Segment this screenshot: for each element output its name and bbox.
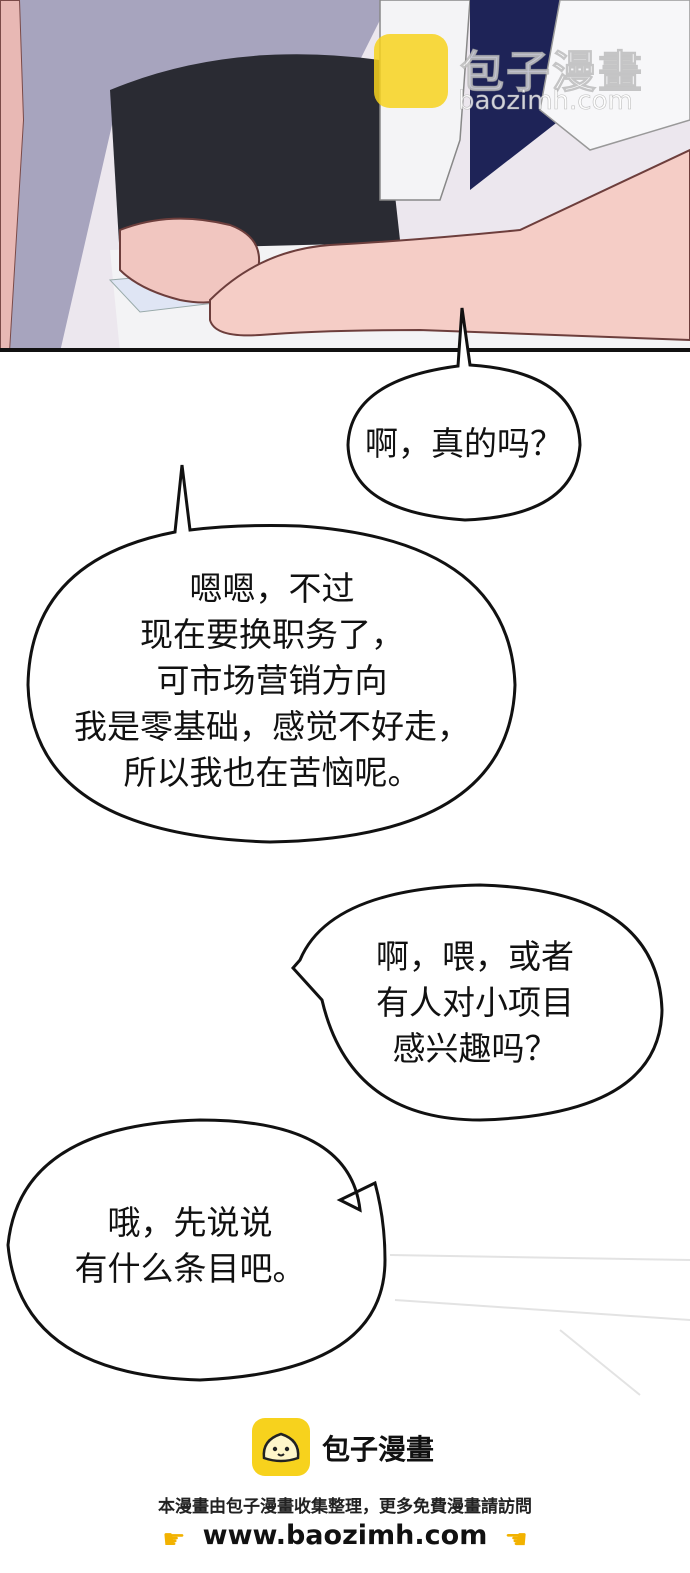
pointing-right-hand-icon: ☛ (162, 1524, 186, 1555)
speech-bubbles-artwork (6, 307, 690, 1396)
bubble-line: 所以我也在苦恼呢。 (123, 753, 421, 792)
bubble-3-text: 啊，喂，或者 有人对小项目 感兴趣吗？ (330, 934, 620, 1072)
pointing-left-hand-icon: ☚ (504, 1524, 528, 1555)
bubble-line: 哦，先说说 (107, 1203, 273, 1242)
watermark: 包子漫畫 baozimh.com (374, 34, 674, 117)
watermark-url: baozimh.com (458, 86, 633, 117)
footer-url-link[interactable]: www.baozimh.com (202, 1520, 488, 1551)
bubble-line: 现在要换职务了， (140, 615, 404, 654)
bubble-line: 啊，喂，或者 (376, 937, 574, 976)
comic-panel-illustration: 包子漫畫 baozimh.com (0, 0, 690, 352)
bubble-4-text: 哦，先说说 有什么条目吧。 (40, 1200, 340, 1292)
bubble-line: 嗯嗯，不过 (189, 569, 355, 608)
bubble-line: 啊，真的吗？ (365, 424, 563, 463)
bun-logo-icon (374, 34, 448, 108)
speech-bubble-1 (346, 307, 582, 522)
footer-url-row: ☛ www.baozimh.com ☚ (0, 1520, 690, 1555)
speech-bubble-3 (290, 883, 664, 1122)
bubble-2-text: 嗯嗯，不过 现在要换职务了， 可市场营销方向 我是零基础，感觉不好走， 所以我也… (30, 566, 514, 796)
bubble-line: 感兴趣吗？ (392, 1029, 558, 1068)
speech-bubble-2 (26, 464, 517, 844)
footer-note: 本漫畫由包子漫畫收集整理，更多免費漫畫請訪問 (158, 1497, 532, 1517)
bubble-line: 有什么条目吧。 (74, 1249, 306, 1288)
footer-brand: 包子漫畫 (322, 1433, 435, 1466)
bubble-line: 我是零基础，感觉不好走， (74, 707, 470, 746)
speech-bubble-4 (6, 1118, 387, 1382)
site-footer: 包子漫畫 本漫畫由包子漫畫收集整理，更多免費漫畫請訪問 ☛ www.baozim… (0, 1400, 690, 1573)
bubble-1-text: 啊，真的吗？ (348, 421, 580, 467)
bubble-line: 可市场营销方向 (156, 661, 388, 700)
bun-logo-icon (252, 1418, 310, 1476)
bubble-line: 有人对小项目 (376, 983, 574, 1022)
watermark-title: 包子漫畫 (460, 47, 644, 99)
panel-artwork (0, 0, 690, 348)
